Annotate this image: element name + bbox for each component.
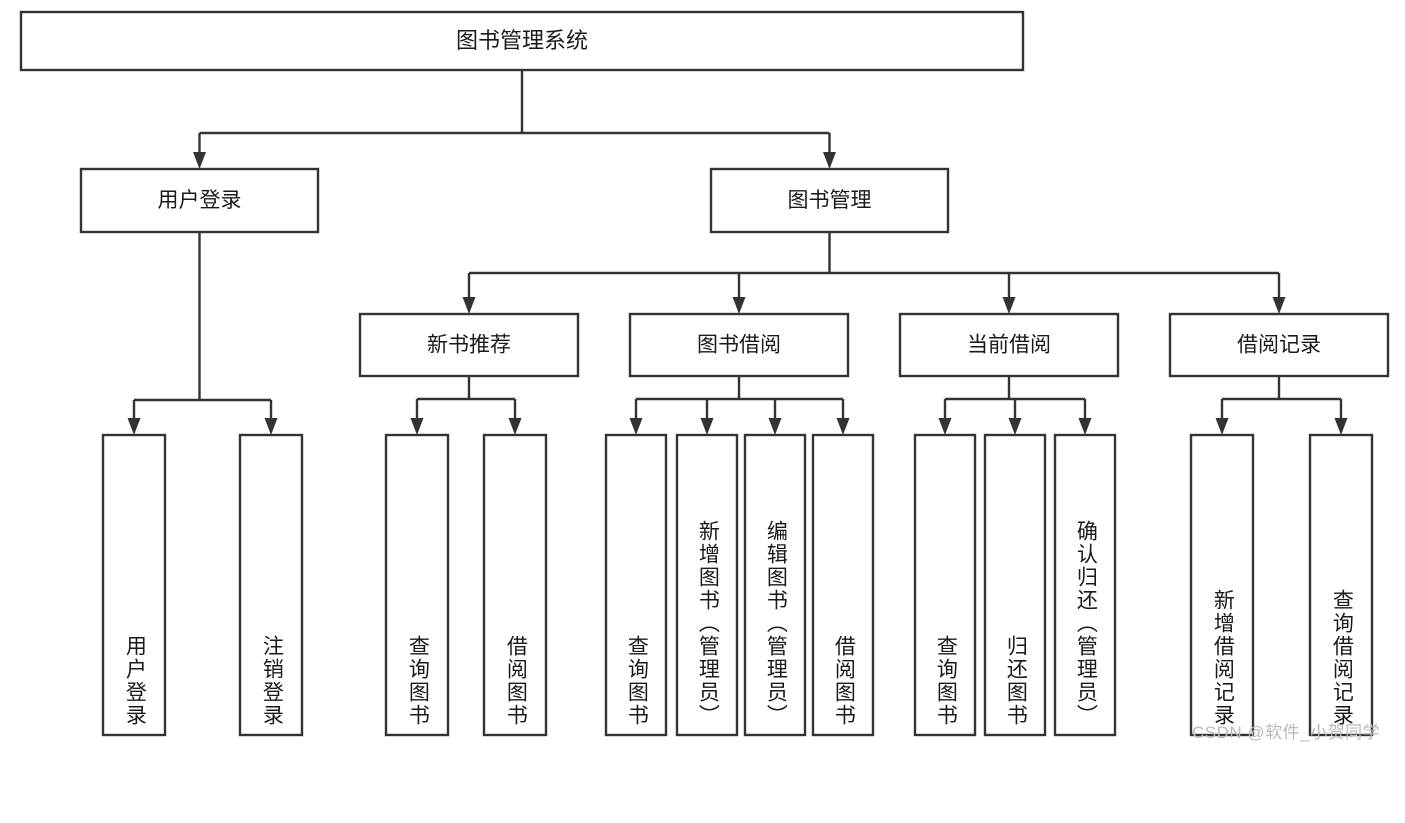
node-leaf-add-record[interactable] — [1189, 433, 1255, 737]
arrow-head-icon — [508, 418, 522, 435]
node-label: 借阅记录 — [1237, 334, 1321, 357]
node-leaf-edit-book[interactable] — [743, 433, 807, 737]
node-box — [358, 312, 580, 378]
node-label: 用户登录 — [158, 189, 242, 212]
node-label: 当前借阅 — [967, 334, 1051, 357]
node-leaf-user-login[interactable] — [101, 433, 167, 737]
edge-group-new-book-rec — [410, 376, 522, 435]
node-root[interactable]: 图书管理系统 — [19, 10, 1025, 72]
node-leaf-query-record[interactable] — [1308, 433, 1374, 737]
node-box — [811, 433, 875, 737]
node-leaf-add-book[interactable] — [675, 433, 739, 737]
arrow-head-icon — [1334, 418, 1348, 435]
node-box — [1168, 312, 1390, 378]
csdn-watermark: CSDN @软件_小贺同学 — [1192, 723, 1381, 742]
node-leaf-borrow-book-bor[interactable] — [811, 433, 875, 737]
arrow-head-icon — [938, 418, 952, 435]
edge-group-user-login — [127, 232, 278, 435]
node-box — [675, 433, 739, 737]
edge-group-book-borrow — [629, 376, 850, 435]
node-box — [628, 312, 850, 378]
node-box — [743, 433, 807, 737]
node-box — [983, 433, 1047, 737]
arrow-head-icon — [410, 418, 424, 435]
node-box — [604, 433, 668, 737]
node-box — [913, 433, 977, 737]
node-label: 图书管理 — [788, 189, 872, 212]
arrow-head-icon — [1008, 418, 1022, 435]
node-box — [1308, 433, 1374, 737]
node-box — [79, 167, 320, 234]
diagram-canvas: 图书管理系统用户登录图书管理新书推荐图书借阅当前借阅借阅记录 用户登录注销登录查… — [19, 10, 1390, 742]
node-box — [709, 167, 950, 234]
node-leaf-query-book-rec[interactable] — [384, 433, 450, 737]
arrow-head-icon — [1215, 418, 1229, 435]
node-box — [1189, 433, 1255, 737]
arrow-head-icon — [462, 297, 476, 314]
node-current-borrow[interactable]: 当前借阅 — [898, 312, 1120, 378]
edge-group-current-borrow — [938, 376, 1092, 435]
node-new-book-rec[interactable]: 新书推荐 — [358, 312, 580, 378]
arrow-head-icon — [732, 297, 746, 314]
node-label: 图书借阅 — [697, 334, 781, 357]
node-borrow-record[interactable]: 借阅记录 — [1168, 312, 1390, 378]
node-label: 新书推荐 — [427, 334, 511, 357]
node-book-borrow[interactable]: 图书借阅 — [628, 312, 850, 378]
node-leaf-query-book-bor[interactable] — [604, 433, 668, 737]
edge-group-root — [193, 70, 836, 169]
node-leaf-query-book-cur[interactable] — [913, 433, 977, 737]
arrow-head-icon — [1272, 297, 1286, 314]
arrow-head-icon — [127, 418, 141, 435]
node-box — [238, 433, 304, 737]
arrow-head-icon — [193, 152, 206, 169]
arrow-head-icon — [700, 418, 714, 435]
node-book-manage[interactable]: 图书管理 — [709, 167, 950, 234]
edge-group-book-manage — [462, 232, 1286, 314]
arrow-head-icon — [264, 418, 278, 435]
arrow-head-icon — [823, 152, 836, 169]
node-box — [1053, 433, 1117, 737]
node-leaf-logout[interactable] — [238, 433, 304, 737]
node-box — [19, 10, 1025, 72]
node-leaf-borrow-book-rec[interactable] — [482, 433, 548, 737]
node-box — [898, 312, 1120, 378]
arrow-head-icon — [768, 418, 782, 435]
arrow-head-icon — [1002, 297, 1016, 314]
node-box — [101, 433, 167, 737]
node-leaf-return-book[interactable] — [983, 433, 1047, 737]
arrow-head-icon — [836, 418, 850, 435]
node-box — [482, 433, 548, 737]
node-leaf-confirm-return[interactable] — [1053, 433, 1117, 737]
edge-group-borrow-record — [1215, 376, 1348, 435]
connector-layer — [127, 70, 1348, 435]
node-label: 图书管理系统 — [456, 28, 588, 53]
node-box — [384, 433, 450, 737]
arrow-head-icon — [629, 418, 643, 435]
node-user-login[interactable]: 用户登录 — [79, 167, 320, 234]
arrow-head-icon — [1078, 418, 1092, 435]
